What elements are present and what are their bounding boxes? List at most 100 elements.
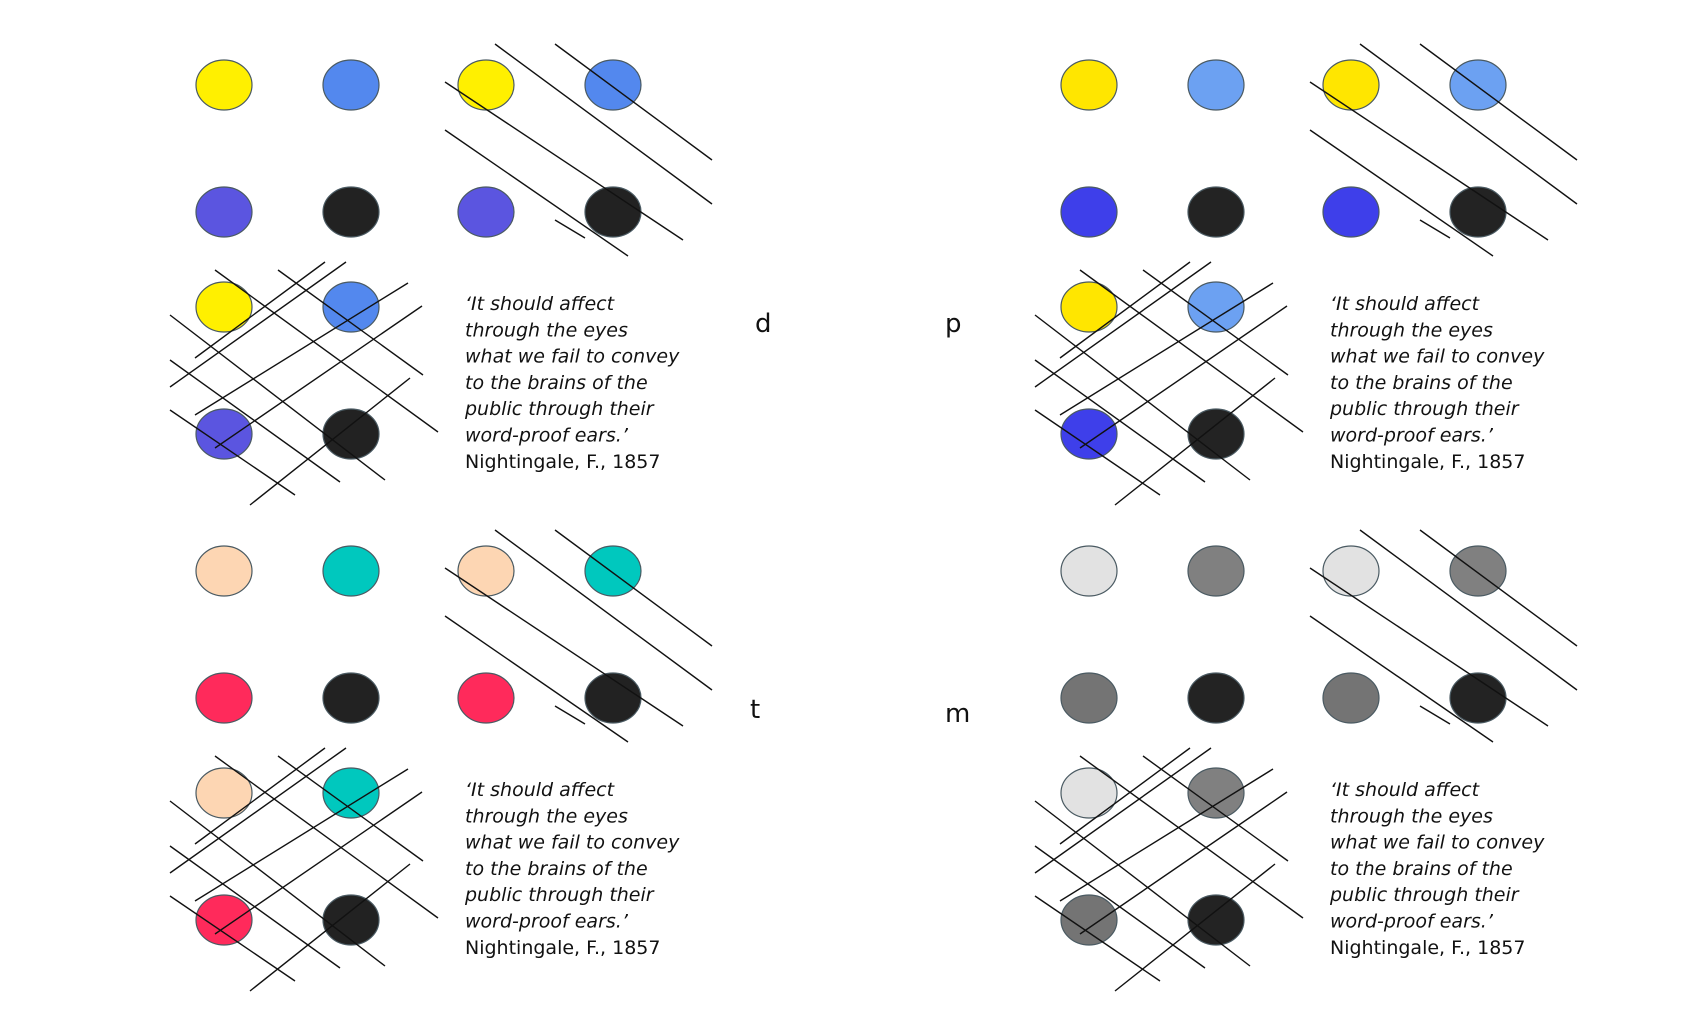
quote-line: word-proof ears.’ [465,911,629,933]
dot-group [1060,545,1245,724]
color-dot [1187,545,1245,597]
dot-group [457,545,642,724]
hatch-lines [1034,43,1578,506]
hatch-line [1419,705,1451,725]
color-dot [1187,894,1245,946]
hatch-line [1034,261,1212,388]
dot-group [1060,767,1245,946]
color-dot [322,281,380,333]
color-dot [1322,545,1380,597]
color-dot [195,186,253,238]
hatch-lines [169,529,713,992]
color-dot [584,672,642,724]
hatch-line [214,269,439,433]
panel-d: ‘It should affect through the eyes what we… [169,43,713,506]
hatch-line [444,129,629,257]
color-dot [322,186,380,238]
color-dot [1060,672,1118,724]
color-dot [1187,767,1245,819]
hatch-line [277,269,424,376]
color-dot [322,894,380,946]
hatch-line [1142,269,1289,376]
quote-line: through the eyes [1330,319,1493,341]
hatch-line [1359,529,1578,691]
hatch-line [554,219,586,239]
quote-line: through the eyes [1330,805,1493,827]
color-dot [1187,672,1245,724]
hatch-line [1142,755,1289,862]
quote-line: public through their [464,884,655,906]
hatch-line [1079,305,1288,449]
quote-attribution: Nightingale, F., 1857 [465,937,660,959]
color-dot [322,408,380,460]
hatch-line [249,863,411,992]
color-dot [1060,281,1118,333]
hatch-line [1419,43,1578,161]
hatch-line [1419,529,1578,647]
quote-line: word-proof ears.’ [1330,425,1494,447]
hatch-line [444,567,684,727]
color-dot [457,186,515,238]
color-dot [322,59,380,111]
color-dot [195,672,253,724]
panel-label-p: p [945,309,962,339]
dot-group [195,281,380,460]
hatch-line [554,705,586,725]
hatch-line [444,81,684,241]
color-dot [1449,672,1507,724]
quote-line: what we fail to convey [465,832,680,854]
color-dot [1322,672,1380,724]
hatch-line [1059,747,1191,845]
color-dot [1060,186,1118,238]
hatch-line [1034,409,1161,496]
quote-line: word-proof ears.’ [465,425,629,447]
color-dot [584,59,642,111]
color-dot [195,545,253,597]
color-dot [1060,59,1118,111]
hatch-line [169,314,386,481]
color-dot [584,545,642,597]
hatch-line [1079,269,1304,433]
quote-line: public through their [464,398,655,420]
hatch-line [1034,800,1251,967]
dot-group [1322,545,1507,724]
quote-line: what we fail to convey [1330,346,1545,368]
quote-line: through the eyes [465,319,628,341]
color-dot [457,545,515,597]
color-dot [195,894,253,946]
color-dot [1449,186,1507,238]
quote-line: ‘It should affect [1330,779,1481,801]
hatch-line [1034,747,1212,874]
quote-line: to the brains of the [1330,858,1513,880]
quote-line: ‘It should affect [465,293,616,315]
hatch-line [1034,895,1161,982]
panels-root: ‘It should affect through the eyes what we… [169,43,1578,992]
hatch-line [554,529,713,647]
hatch-line [494,529,713,691]
quote-line: what we fail to convey [465,346,680,368]
color-dot [1060,545,1118,597]
hatch-line [169,895,296,982]
hatch-line [194,261,326,359]
hatch-line [1059,768,1274,902]
color-dot [1322,59,1380,111]
color-dot [1187,408,1245,460]
color-dot [1060,408,1118,460]
color-dot [584,186,642,238]
color-dot [1322,186,1380,238]
hatch-line [194,747,326,845]
hatch-line [1309,615,1494,743]
color-dot [195,281,253,333]
hatch-line [1309,81,1549,241]
hatch-line [277,755,424,862]
hatch-line [1114,377,1276,506]
hatch-line [1059,282,1274,416]
hatch-line [1419,219,1451,239]
hatch-lines [1034,529,1578,992]
